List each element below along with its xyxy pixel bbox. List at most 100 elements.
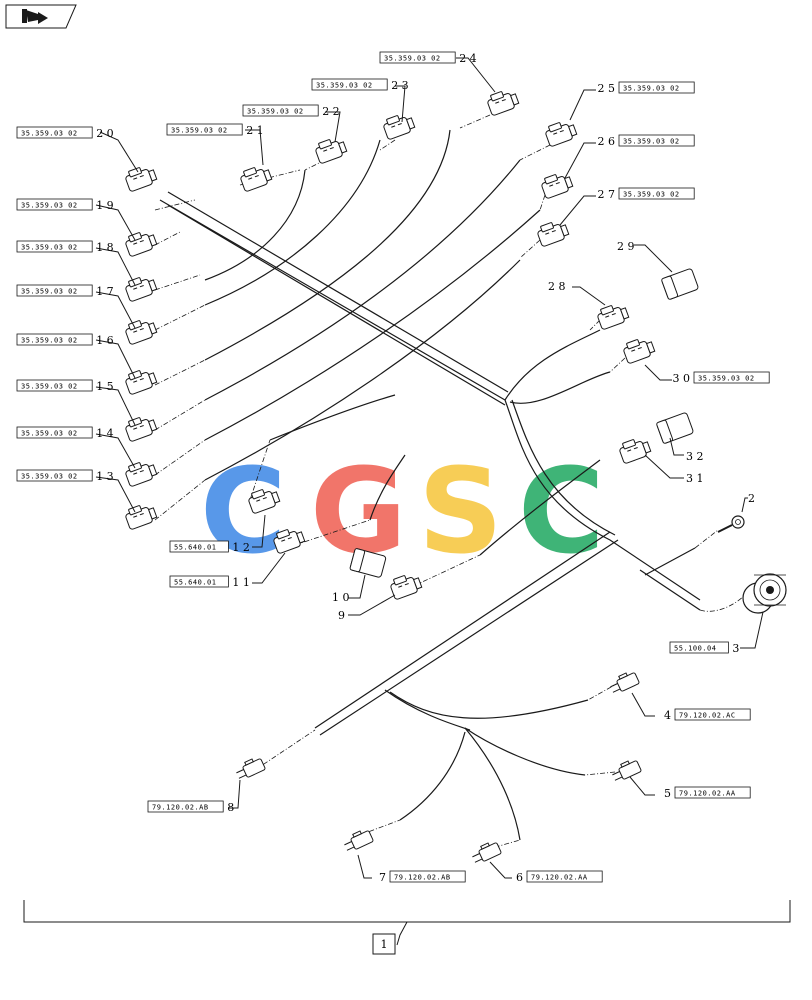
item-number: 2 0 [96, 127, 114, 140]
connector-housing [125, 277, 158, 302]
receptacle-housing [661, 268, 699, 300]
connector-housing [125, 505, 158, 530]
item-number: 8 [227, 801, 234, 814]
reference-code: 35.359.03 02 [21, 202, 78, 210]
connector-housing [125, 167, 158, 192]
callout-11: 55.640.01 1 1 [169, 575, 250, 589]
callout-7: 79.120.02.AB7 [379, 870, 466, 884]
item-number: 1 4 [96, 427, 114, 440]
assembly-label: 1 [381, 938, 388, 951]
reference-box [693, 371, 770, 384]
reference-box [311, 78, 388, 91]
leader-lines [95, 57, 764, 879]
reference-box [16, 198, 93, 211]
item-number: 2 5 [598, 82, 616, 95]
connector-housing [623, 339, 656, 364]
callout-12: 55.640.01 1 2 [169, 540, 250, 554]
reference-box [674, 786, 751, 799]
watermark: C G S C [200, 442, 605, 580]
item-number: 1 1 [232, 576, 250, 589]
callout-14: 35.359.03 02 1 4 [16, 426, 114, 440]
two-pin-connector [344, 830, 374, 851]
connector-housing [383, 115, 416, 140]
item-number-32: 3 2 [686, 450, 704, 463]
watermark-letter: C [200, 442, 287, 580]
item-number: 1 2 [232, 541, 250, 554]
two-pin-connector [612, 760, 642, 781]
connector-housing [597, 305, 630, 330]
reference-box [16, 426, 93, 439]
dashed-pigtails [154, 114, 746, 851]
item-number-29: 2 9 [617, 240, 635, 253]
reference-code: 35.359.03 02 [21, 288, 78, 296]
reference-box [618, 81, 695, 94]
reference-box [379, 51, 456, 64]
reference-box [618, 134, 695, 147]
reference-code: 55.640.01 [174, 544, 216, 552]
item-number: 4 [664, 709, 671, 722]
watermark-letter: C [518, 442, 605, 580]
connector-housing [125, 320, 158, 345]
reference-code: 35.359.03 02 [247, 108, 304, 116]
ring-terminal [717, 515, 745, 533]
item-number-10: 1 0 [332, 591, 350, 604]
callout-4: 79.120.02.AC 4 [664, 708, 751, 722]
reference-box [16, 126, 93, 139]
reference-box [16, 379, 93, 392]
item-number: 2 1 [246, 124, 264, 137]
reference-code: 35.359.03 02 [21, 337, 78, 345]
reference-code: 55.640.01 [174, 579, 216, 587]
reference-box [526, 870, 603, 883]
callout-25: 35.359.03 02 2 5 [598, 81, 695, 95]
item-number: 7 [379, 871, 386, 884]
connector-housing [315, 139, 348, 164]
item-number: 1 8 [96, 241, 114, 254]
receptacle-housing [656, 412, 694, 444]
reference-box [16, 284, 93, 297]
callout-30: 35.359.03 023 0 [673, 371, 770, 385]
reference-code: 35.359.03 02 [21, 130, 78, 138]
item-number-28: 2 8 [548, 280, 566, 293]
reference-code: 35.359.03 02 [316, 82, 373, 90]
item-number-9: 9 [338, 609, 345, 622]
item-number-2: 2 [748, 492, 755, 505]
reference-box [242, 104, 319, 117]
connector-housing [240, 167, 273, 192]
plain-labels: 2 8 2 9 3 1 3 2 2 1 0 9 [332, 240, 755, 622]
connector-housing [541, 174, 574, 199]
item-number-31: 3 1 [686, 472, 704, 485]
reference-box [169, 540, 229, 553]
connector-housing [390, 575, 423, 600]
reference-code: 79.120.02.AC [679, 712, 736, 720]
reference-code: 79.120.02.AA [531, 874, 588, 882]
two-pin-connector [472, 842, 502, 863]
reference-code: 35.359.03 02 [623, 85, 680, 93]
callout-6: 79.120.02.AA 6 [516, 870, 603, 884]
callout-24: 35.359.03 02 2 4 [379, 51, 477, 65]
connector-housing [125, 232, 158, 257]
item-number: 6 [516, 871, 523, 884]
item-number: 2 4 [459, 52, 477, 65]
reference-code: 55.100.04 [674, 645, 716, 653]
reference-box [16, 240, 93, 253]
reference-code: 35.359.03 02 [21, 430, 78, 438]
item-number: 1 3 [96, 470, 114, 483]
reference-code: 79.120.02.AA [679, 790, 736, 798]
watermark-letter: S [418, 442, 503, 580]
connector-housing [125, 417, 158, 442]
connector-housing [619, 439, 652, 464]
connector-housing [487, 91, 520, 116]
return-arrow-icon[interactable] [5, 4, 77, 29]
callout-27: 35.359.03 022 7 [598, 187, 695, 201]
reference-box [166, 123, 243, 136]
item-number: 2 2 [322, 105, 340, 118]
harness-wires [159, 129, 701, 841]
reference-code: 35.359.03 02 [384, 55, 441, 63]
reference-code: 35.359.03 02 [21, 244, 78, 252]
reference-code: 35.359.03 02 [21, 473, 78, 481]
